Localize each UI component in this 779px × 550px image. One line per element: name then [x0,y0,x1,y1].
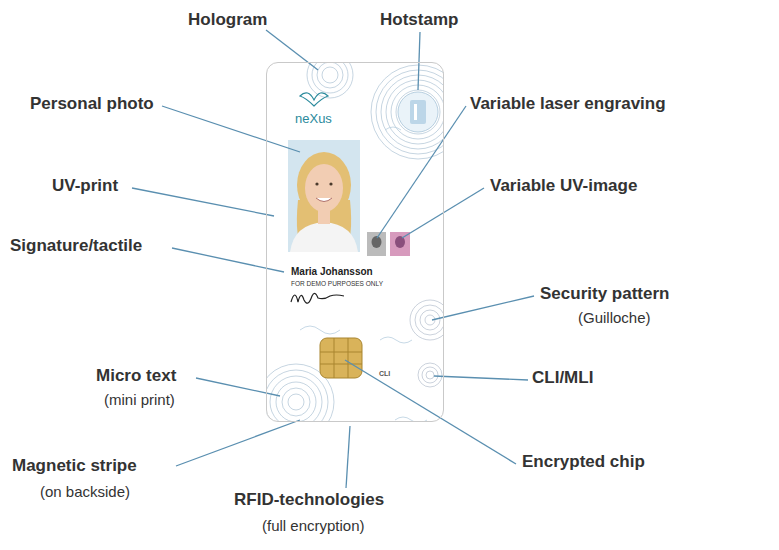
holder-name: Maria Johansson [291,266,373,277]
callout-label: RFID-technologies [234,490,384,510]
callout-label: Hotstamp [380,10,458,30]
callout-label: Security pattern [540,284,669,304]
id-card: neXusMaria JohanssonFOR DEMO PURPOSES ON… [266,62,444,422]
callout-label: UV-print [52,176,118,196]
callout-label: Signature/tactile [10,236,142,256]
callout-note: (full encryption) [262,516,365,536]
callout-label: Variable laser engraving [470,94,666,114]
guilloche [266,62,444,422]
logo-text: neXus [295,111,332,126]
callout-note: (Guilloche) [578,308,651,328]
personal-photo [288,140,360,252]
callout-label: CLI/MLI [532,368,593,388]
callout-label: Hologram [188,10,267,30]
callout-note: (mini print) [104,390,175,410]
card-body [266,62,444,422]
callout-label: Personal photo [30,94,154,114]
callout-note: (on backside) [40,482,130,502]
callout-label: Variable UV-image [490,176,637,196]
callout-label: Magnetic stripe [12,456,137,476]
callout-label: Micro text [96,366,176,386]
callout-label: Encrypted chip [522,452,645,472]
demo-note: FOR DEMO PURPOSES ONLY [291,280,383,287]
cli-mark: CLI [379,370,390,377]
